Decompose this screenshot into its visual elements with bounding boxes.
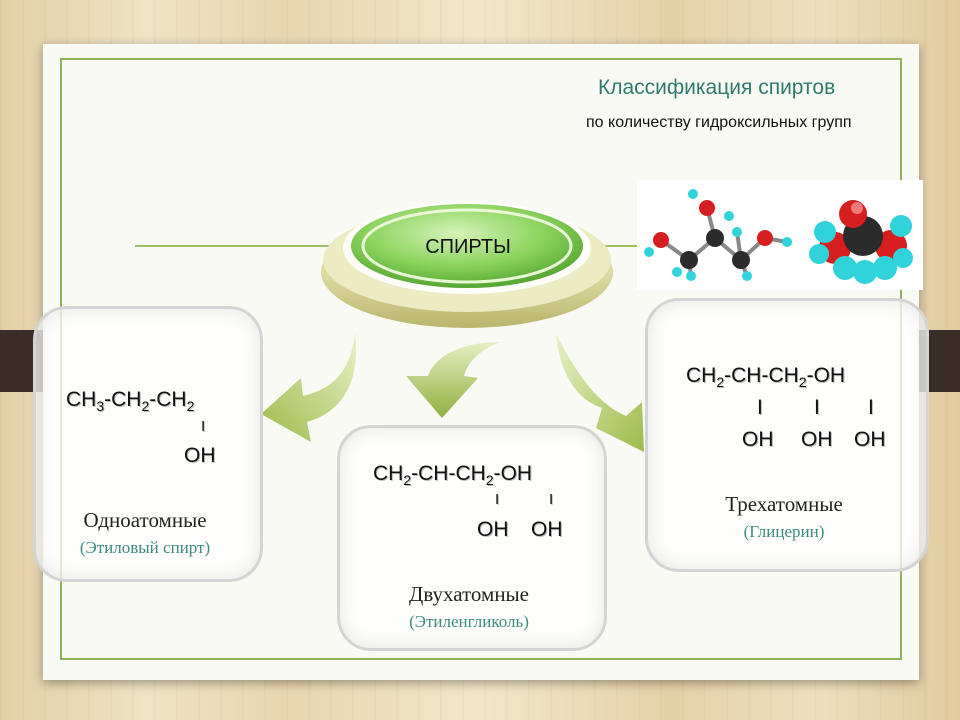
bond-mark: I (495, 491, 500, 508)
slide-title: Классификация спиртов (598, 76, 836, 99)
trivial-name-dihydric: (Этиленгликоль) (409, 612, 529, 631)
bond-mark: I (757, 396, 763, 419)
class-name-dihydric: Двухатомные (409, 582, 529, 606)
hydroxyl-group: OH (531, 518, 563, 541)
left-connector-line (135, 245, 335, 247)
center-label: СПИРТЫ (425, 236, 511, 258)
curved-arrow-down-left-icon (261, 332, 357, 442)
curved-arrow-down-icon (406, 342, 500, 418)
bond-mark: I (868, 396, 874, 419)
glycerol-space-filling-icon (809, 200, 913, 284)
bond-mark: I (549, 491, 554, 508)
card-trihydric (645, 298, 929, 572)
formula-dihydric-main: CH2-CH-CH2-OH (373, 462, 533, 489)
class-name-trihydric: Трехатомные (725, 492, 843, 516)
curved-arrow-down-right-icon (556, 334, 644, 452)
formula-monohydric-main: CH3-CH2-CH2 (66, 388, 195, 415)
card-dihydric (337, 425, 607, 651)
trivial-name-monohydric: (Этиловый спирт) (79, 538, 211, 557)
hydroxyl-group: OH (801, 428, 833, 451)
class-name-monohydric: Одноатомные (83, 508, 207, 532)
molecule-image (637, 180, 923, 290)
hydroxyl-group: OH (854, 428, 886, 451)
right-connector-line (602, 245, 642, 247)
center-pedestal-icon (321, 202, 613, 328)
card-monohydric (33, 306, 263, 582)
bond-mark: I (814, 396, 820, 419)
formula-trihydric-main: CH2-CH-CH2-OH (686, 364, 846, 391)
trivial-name-trihydric: (Глицерин) (743, 522, 825, 541)
glycerol-ball-and-stick-icon (644, 189, 792, 281)
slide-subtitle: по количеству гидроксильных групп (586, 114, 852, 131)
hydroxyl-group: OH (184, 444, 216, 467)
bond-mark: I (201, 418, 206, 435)
hydroxyl-group: OH (477, 518, 509, 541)
hydroxyl-group: OH (742, 428, 774, 451)
